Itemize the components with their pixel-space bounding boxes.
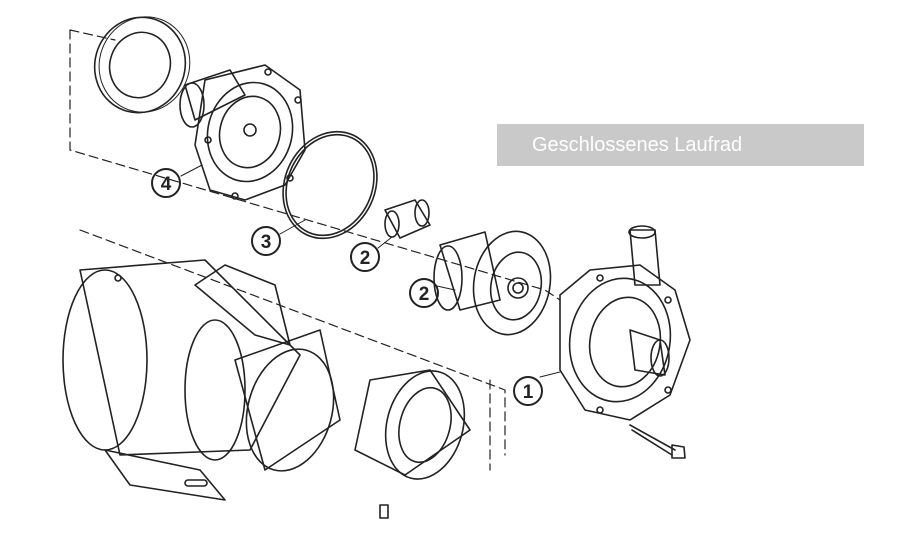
leader-lines — [180, 164, 561, 378]
callout-2-bushing: 2 — [350, 242, 380, 272]
o-ring — [282, 130, 378, 240]
closed-impeller-magnet — [433, 230, 552, 336]
callout-2a-label: 2 — [360, 248, 371, 269]
callout-2b-label: 2 — [419, 284, 430, 305]
callout-2-impeller: 2 — [409, 278, 439, 308]
housing-bolt — [629, 424, 686, 459]
washer-ring — [93, 16, 191, 114]
callout-1: 1 — [513, 376, 543, 406]
electric-motor — [62, 259, 341, 501]
impeller-type-banner: Geschlossenes Laufrad — [497, 124, 864, 166]
banner-text: Geschlossenes Laufrad — [532, 133, 743, 156]
outer-magnet-coupling — [354, 369, 471, 519]
assembly-dashed-lines — [69, 29, 561, 471]
callout-4: 4 — [151, 168, 181, 198]
pump-housing-back — [179, 64, 306, 201]
callout-1-label: 1 — [523, 382, 534, 403]
shaft-bushing — [384, 199, 431, 239]
pump-head-front — [559, 225, 691, 421]
callout-4-label: 4 — [161, 174, 172, 195]
callout-3: 3 — [251, 226, 281, 256]
callout-3-label: 3 — [261, 232, 272, 253]
